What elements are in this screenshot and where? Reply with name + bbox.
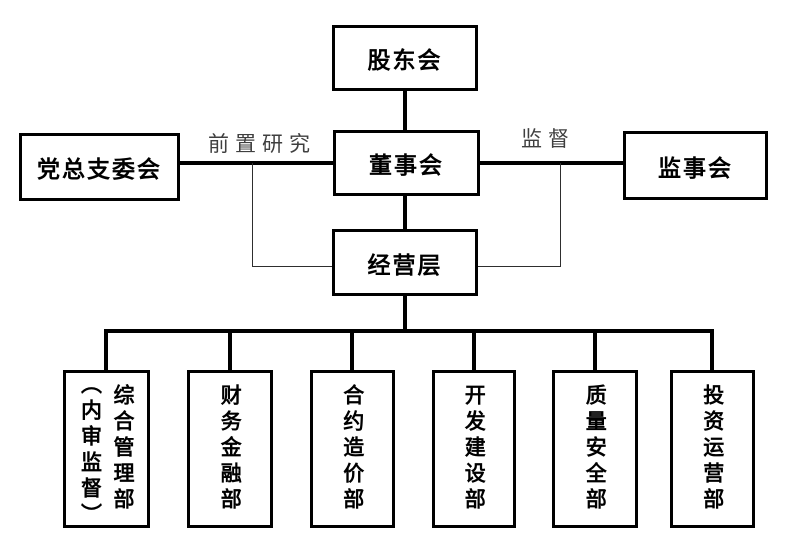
- connector-board-management: [403, 196, 407, 230]
- connector-drop-dept-1: [104, 331, 108, 370]
- node-shareholders-label: 股东会: [367, 48, 443, 74]
- node-party-committee-label: 党总支委会: [37, 157, 162, 183]
- connector-thin-party-vertical: [252, 163, 253, 267]
- connector-drop-dept-5: [593, 331, 597, 370]
- edge-label-supervision: 监督: [521, 127, 575, 151]
- dept-label-line: 综合管理部: [111, 384, 136, 514]
- connector-drop-dept-3: [350, 331, 354, 370]
- dept-quality-safety-label: 质量安全部: [579, 384, 612, 514]
- node-party-committee: 党总支委会: [19, 133, 180, 201]
- dept-quality-safety: 质量安全部: [552, 370, 638, 528]
- node-management-label: 经营层: [367, 252, 443, 279]
- connector-thin-supervision-vertical: [560, 163, 561, 267]
- dept-investment-operations: 投资运营部: [670, 370, 755, 528]
- node-shareholders: 股东会: [332, 25, 478, 91]
- connector-party-board: [180, 161, 333, 165]
- node-board-label: 董事会: [369, 153, 444, 179]
- connector-shareholders-board: [403, 91, 407, 131]
- node-board: 董事会: [333, 130, 480, 196]
- dept-contract-cost: 合约造价部: [310, 370, 395, 528]
- dept-investment-operations-label: 投资运营部: [696, 384, 729, 514]
- dept-label-line: 开发建设部: [462, 384, 487, 514]
- dept-label-line: 质量安全部: [583, 384, 608, 514]
- connector-management-distribution: [403, 295, 407, 331]
- dept-label-line: 财务金融部: [218, 384, 243, 514]
- node-supervisors-label: 监事会: [658, 155, 733, 182]
- dept-contract-cost-label: 合约造价部: [336, 384, 369, 514]
- connector-distribution-bar: [104, 329, 714, 333]
- dept-finance-label: 财务金融部: [214, 384, 247, 514]
- node-management: 经营层: [332, 229, 478, 296]
- dept-finance: 财务金融部: [187, 370, 273, 528]
- dept-development-construction: 开发建设部: [432, 370, 516, 528]
- connector-drop-dept-4: [472, 331, 476, 370]
- edge-label-pre-research: 前置研究: [208, 132, 316, 156]
- connector-drop-dept-2: [228, 331, 232, 370]
- dept-comprehensive-management: 综合管理部 （内审监督）: [63, 370, 150, 529]
- connector-board-supervisors: [480, 161, 623, 165]
- connector-thin-supervision-horizontal: [478, 266, 561, 267]
- dept-comprehensive-management-label: 综合管理部 （内审监督）: [74, 373, 139, 529]
- connector-thin-party-horizontal: [252, 266, 332, 267]
- dept-label-line: 合约造价部: [340, 384, 365, 514]
- node-supervisors: 监事会: [623, 131, 768, 200]
- dept-development-construction-label: 开发建设部: [458, 384, 491, 514]
- connector-drop-dept-6: [710, 331, 714, 370]
- dept-label-line: （内审监督）: [78, 373, 103, 529]
- dept-label-line: 投资运营部: [700, 384, 725, 514]
